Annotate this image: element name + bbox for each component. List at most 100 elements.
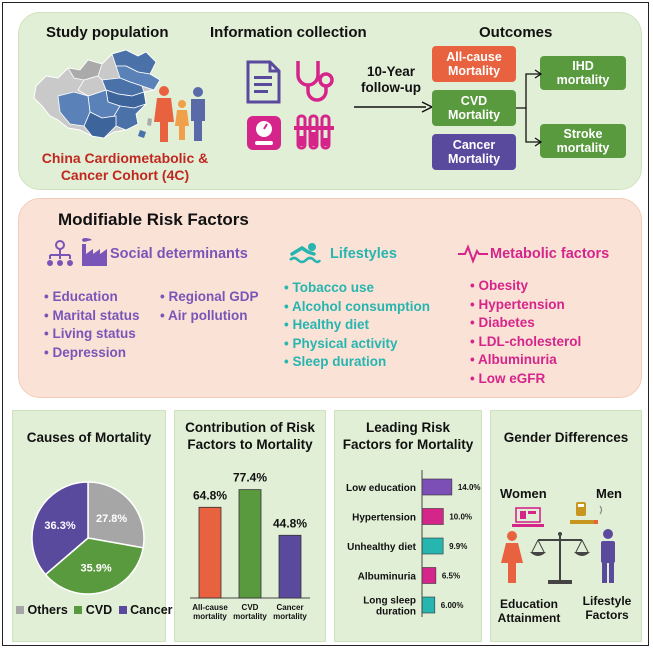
social-col-1: • Education • Marital status • Living st… [44,288,140,362]
allcause-line-1: All-cause [446,49,502,64]
metabolic-item: • Diabetes [470,315,535,330]
gender-title: Gender Differences [503,430,629,445]
hbar-value-label: 6.5% [442,572,460,581]
cancer-line-1: Cancer [452,137,496,152]
hbar-0 [421,478,453,496]
pie-slice-others [87,481,145,549]
woman-icon [501,531,523,583]
lifestyles-list: • Tobacco use • Alcohol consumption • He… [284,279,430,372]
pie-slice-cancer [31,481,89,576]
followup-label: 10-Year follow-up [350,64,432,96]
life-line-1: Lifestyle [582,594,632,608]
pie-label-cancer: 36.3% [44,520,75,532]
stroke-line-1: Stroke [563,126,603,141]
social-item: • Living status [44,326,136,341]
social-item: • Depression [44,344,127,360]
life-line-2: Factors [585,608,629,622]
bar-category-label: Cancer [276,603,303,612]
hbar-category-label: Albuminuria [358,572,417,583]
document-icon [246,60,281,104]
pie-chart: 27.8%35.9%36.3% [31,481,145,595]
hbar-3 [421,567,437,584]
bar-category-label: mortality [233,612,267,621]
hbar-category-label: Hypertension [352,513,416,524]
lifestyle-item: • Sleep duration [284,354,387,369]
ihd-line-2: mortality [556,73,610,87]
balance-scale-icon [530,532,590,584]
pie-slice-cvd [44,537,145,595]
legend-cvd-swatch [74,606,83,614]
causes-title: Causes of Mortality [26,430,152,445]
hbar-value-label: 6.00% [441,601,464,610]
gender-scale-illustration [501,502,615,584]
cohort-line-2: Cancer Cohort (4C) [60,167,190,183]
study-icon [512,507,544,527]
edu-line-1: Education [499,597,558,611]
leading-title: Leading Risk Factors for Mortality [335,419,481,453]
pie-label-cvd: 35.9% [81,563,112,575]
ihd-line-1: IHD [572,58,594,73]
education-attainment-label: Education Attainment [496,597,562,625]
social-col-2: • Regional GDP • Air pollution [160,288,259,325]
bar-value-label: 77.4% [233,471,267,485]
bar-value-label: 44.8% [273,516,307,530]
stethoscope-icon [296,61,334,102]
lifestyle-habits-icon [570,502,603,524]
social-determinants-title: Social determinants [110,246,248,262]
bar-category-label: mortality [193,612,227,621]
followup-arrow-icon [354,101,434,113]
legend-cvd-label: CVD [85,603,113,617]
legend-cancer-label: Cancer [130,603,173,617]
test-tubes-icon [294,114,334,150]
hbar-1 [421,508,444,525]
risk-factors-panel [18,198,642,398]
contribution-title: Contribution of Risk Factors to Mortalit… [175,419,325,453]
contribution-bar-chart: 64.8%All-causemortality77.4%CVDmortality… [190,471,310,621]
lifestyle-item: • Physical activity [284,335,398,351]
lifestyle-item: • Tobacco use [284,280,375,295]
legend-cancer-swatch [118,606,127,614]
cancer-line-2: Mortality [447,152,501,166]
social-item: • Marital status [44,307,140,323]
metabolic-item: • LDL-cholesterol [470,333,582,349]
bar-category-label: CVD [242,603,259,612]
org-chart-icon [47,240,73,266]
bar-0 [198,506,222,599]
lifestyles-title: Lifestyles [330,246,397,262]
cohort-line-1: China Cardiometabolic & [41,150,209,166]
factory-icon [82,238,107,266]
hbar-category-label: Unhealthy diet [347,542,417,553]
hbar-category-label: Long sleep [363,596,416,607]
weight-scale-icon [247,116,281,150]
hbar-category-label: duration [376,607,416,618]
women-label: Women [500,486,547,501]
outcomes-title: Outcomes [479,24,553,41]
leading-title-line-2: Factors for Mortality [342,437,474,452]
stroke-line-2: mortality [556,141,610,155]
leading-panel: Leading Risk Factors for Mortality [334,410,482,642]
cohort-name: China Cardiometabolic & Cancer Cohort (4… [30,150,220,184]
hbar-value-label: 9.9% [449,542,467,551]
cvd-line-1: CVD [460,93,488,108]
pie-legend: Others CVD Cancer [16,603,173,617]
hbar-value-label: 10.0% [449,513,472,522]
bar-value-label: 64.8% [193,488,227,502]
bar-2 [278,534,302,599]
hbar-category-label: Low education [346,483,416,494]
lifestyle-item: • Alcohol consumption [284,298,430,314]
metabolic-item: • Obesity [470,278,529,293]
swimmer-icon [289,243,322,264]
bar-1 [238,489,262,599]
man-icon [601,529,615,583]
risk-factors-title: Modifiable Risk Factors [58,210,249,229]
contribution-title-line-2: Factors to Mortality [187,437,313,452]
china-map-icon [33,49,161,139]
bar-category-label: mortality [273,612,307,621]
study-population-title: Study population [46,24,169,41]
